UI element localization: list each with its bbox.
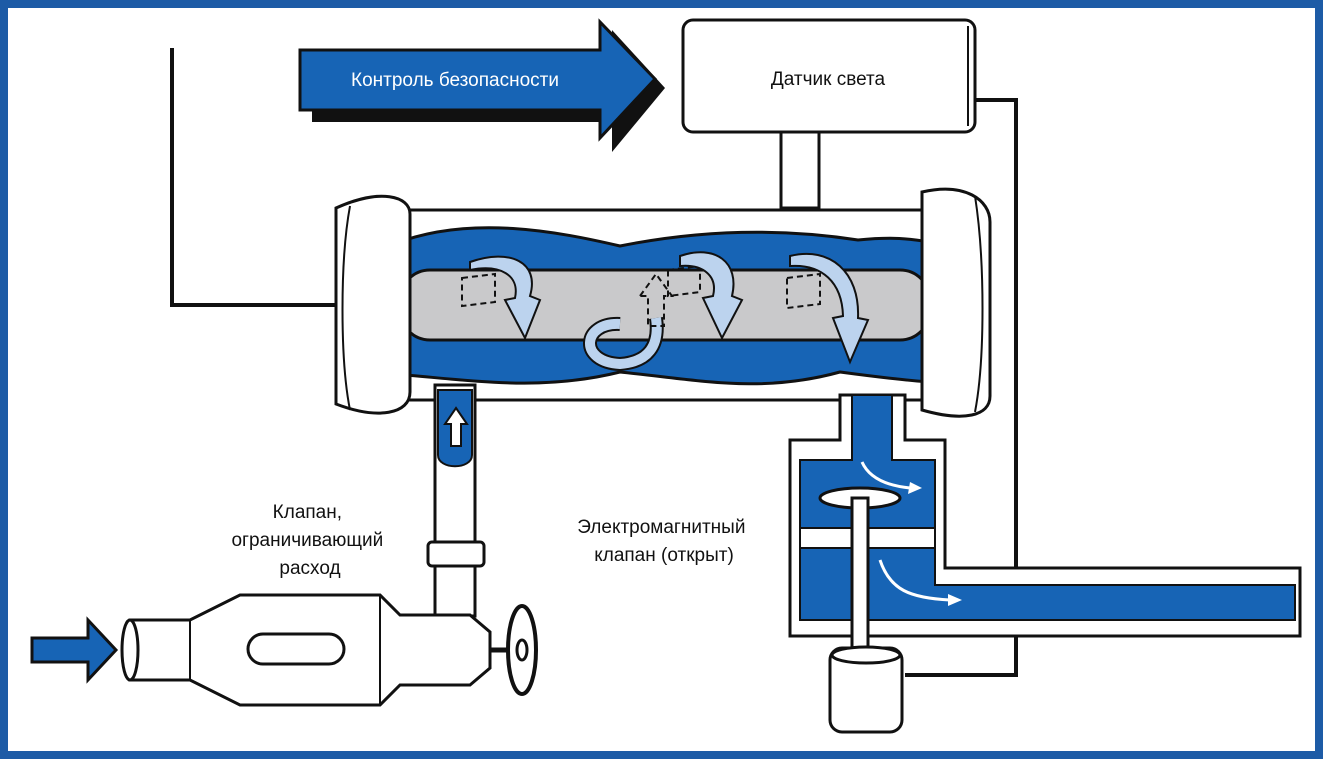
left-flange: [334, 194, 412, 415]
safety-control-arrow: Контроль безопасности: [298, 18, 665, 152]
safety-control-label: Контроль безопасности: [351, 70, 559, 91]
flow-valve-label: Клапан, ограничивающий расход: [231, 502, 388, 579]
solenoid-label: Электромагнитный клапан (открыт): [577, 517, 750, 566]
lamp-marker: [461, 272, 496, 308]
light-sensor: Датчик света: [681, 18, 977, 210]
swirl-arrow-icon: [469, 255, 542, 341]
solenoid-valve: [788, 393, 1302, 734]
solenoid-label-line1: Электромагнитный: [577, 517, 745, 538]
inlet-pipe: [426, 383, 486, 618]
flow-valve-label-line2: ограничивающий: [231, 530, 383, 551]
arrow-up-icon: [443, 406, 469, 447]
valve-handwheel-icon: [490, 604, 538, 696]
control-wire: [170, 48, 336, 307]
uv-chamber: [334, 187, 992, 418]
swirl-arrow-icon: [679, 251, 744, 341]
lamp-marker: [786, 272, 821, 310]
flow-valve-label-line3: расход: [279, 558, 340, 579]
solenoid-label-line2: клапан (открыт): [594, 545, 734, 566]
lamp-marker: [667, 264, 701, 298]
light-sensor-label: Датчик света: [771, 69, 886, 90]
swirl-arrow-icon: [583, 272, 674, 372]
flow-restricting-valve: [120, 593, 538, 707]
swirl-arrow-icon: [789, 252, 870, 365]
sensor-wire: [905, 98, 1018, 677]
flow-valve-label-line1: Клапан,: [273, 502, 342, 523]
right-flange: [920, 187, 992, 418]
arrow-right-icon: [30, 616, 119, 684]
